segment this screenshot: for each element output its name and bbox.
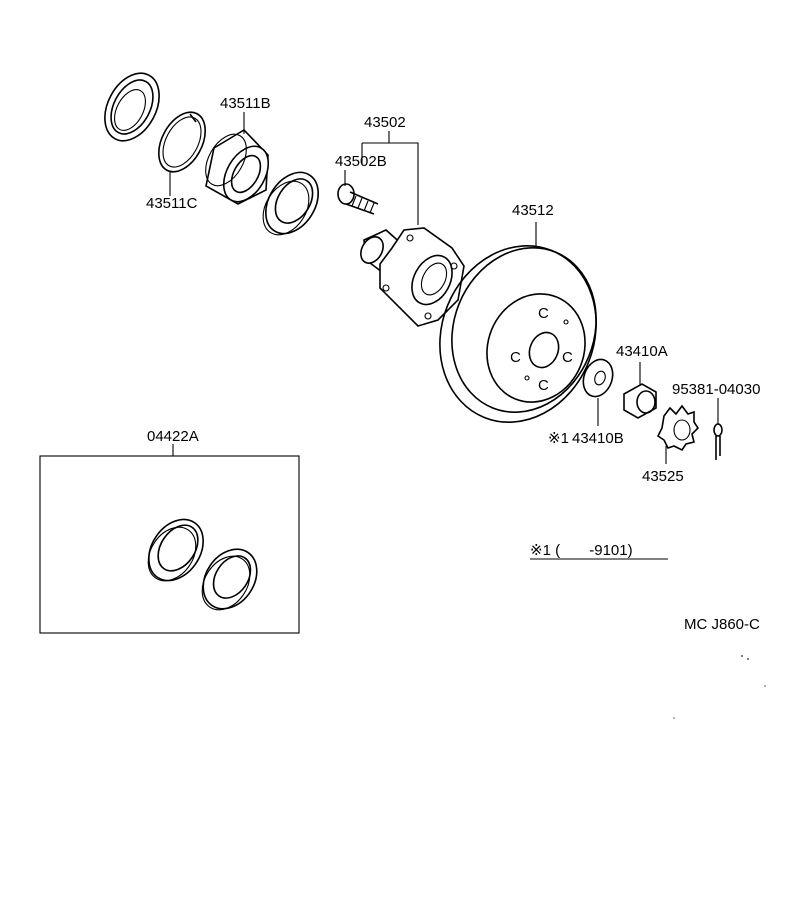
svg-text:C: C bbox=[510, 349, 521, 366]
svg-text:C: C bbox=[538, 305, 549, 322]
label-43502: 43502 bbox=[364, 114, 406, 131]
snap-ring-drawing bbox=[158, 111, 206, 173]
note-text: ※1 ( -9101) bbox=[530, 542, 633, 559]
label-43512: 43512 bbox=[512, 202, 554, 219]
oil-seal-drawing bbox=[104, 72, 160, 142]
kit-seal-drawing bbox=[147, 518, 204, 582]
kit-box bbox=[39, 455, 300, 634]
outer-race-drawing bbox=[262, 171, 319, 236]
label-04422A: 04422A bbox=[147, 428, 199, 445]
leader-43502 bbox=[361, 142, 419, 225]
axle-hub-drawing bbox=[360, 227, 465, 327]
label-43502B: 43502B bbox=[335, 153, 387, 170]
washer-drawing bbox=[582, 358, 614, 398]
svg-text:C: C bbox=[538, 377, 549, 394]
hub-bolt-drawing bbox=[337, 183, 379, 215]
label-43410B: 43410B bbox=[572, 430, 624, 447]
label-43511B: 43511B bbox=[220, 95, 271, 112]
nut-drawing bbox=[623, 383, 657, 419]
label-43410A: 43410A bbox=[616, 343, 668, 360]
bearing-drawing bbox=[205, 128, 270, 205]
svg-text:C: C bbox=[562, 349, 573, 366]
label-43410B-mark: ※1 bbox=[548, 430, 569, 447]
nut-lock-cap-drawing bbox=[656, 404, 700, 452]
kit-bearing-drawing bbox=[201, 548, 258, 611]
label-43511C: 43511C bbox=[146, 195, 198, 212]
cotter-pin-drawing bbox=[713, 423, 723, 460]
diagram-code: MC J860-C bbox=[684, 616, 760, 633]
label-43525: 43525 bbox=[642, 468, 684, 485]
label-95381-04030: 95381-04030 bbox=[672, 381, 760, 398]
disc-rotor-drawing: C C C C bbox=[439, 245, 597, 423]
